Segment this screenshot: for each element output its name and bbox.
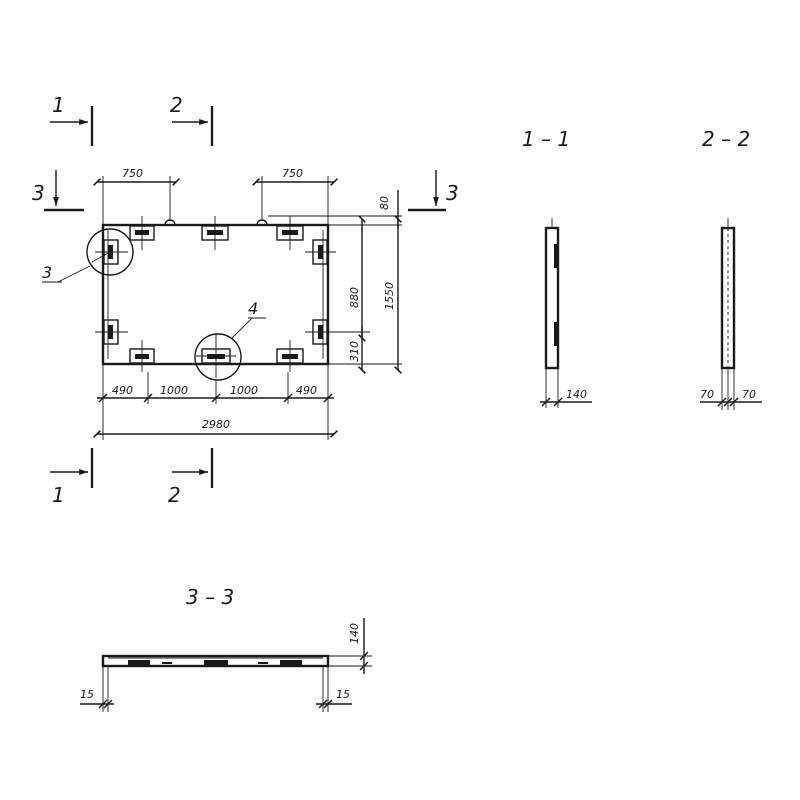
section-1-1: 1 – 1 140 bbox=[522, 127, 592, 408]
dim-bottom-offset: 310 bbox=[348, 341, 361, 362]
dim-top-right: 750 bbox=[282, 167, 303, 180]
section-mark-3-left: 3 bbox=[32, 170, 84, 212]
section-1-1-title: 1 – 1 bbox=[522, 127, 570, 151]
callout-circle-4 bbox=[194, 333, 242, 381]
section-3-3-title: 3 – 3 bbox=[186, 585, 234, 609]
callout-label-3: 3 bbox=[42, 263, 52, 282]
section-1-1-dim: 140 bbox=[566, 388, 587, 401]
plan-view: 3 4 750 750 80 880 1550 310 bbox=[42, 167, 402, 440]
section-3-3-dim-left: 15 bbox=[80, 688, 94, 701]
section-label-1-top: 1 bbox=[52, 93, 65, 117]
callout-label-4: 4 bbox=[248, 299, 258, 318]
section-label-3-right: 3 bbox=[446, 181, 459, 205]
dim-top-left: 750 bbox=[122, 167, 143, 180]
dim-inner-height: 880 bbox=[348, 287, 361, 308]
section-label-2-bottom: 2 bbox=[168, 483, 181, 507]
section-2-2-title: 2 – 2 bbox=[702, 127, 750, 151]
section-mark-1-bottom: 1 bbox=[50, 448, 94, 507]
section-2-2-dim-left: 70 bbox=[700, 388, 714, 401]
dim-bottom-4: 490 bbox=[296, 384, 317, 397]
section-3-3: 3 – 3 140 15 15 bbox=[80, 585, 372, 712]
dim-bottom-2: 1000 bbox=[160, 384, 188, 397]
section-3-3-dim-right: 15 bbox=[336, 688, 350, 701]
section-2-2: 2 – 2 70 70 bbox=[700, 127, 762, 410]
dim-top-offset: 80 bbox=[378, 196, 391, 210]
dim-overall-height: 1550 bbox=[383, 282, 396, 310]
section-label-3-left: 3 bbox=[32, 181, 45, 205]
callout-circle-3 bbox=[86, 228, 134, 276]
section-label-1-bottom: 1 bbox=[52, 483, 65, 507]
section-3-3-dim-height: 140 bbox=[348, 623, 361, 644]
section-2-2-dim-right: 70 bbox=[742, 388, 756, 401]
section-mark-2-bottom: 2 bbox=[168, 448, 214, 507]
section-mark-3-right: 3 bbox=[408, 170, 459, 212]
section-mark-1-top: 1 bbox=[50, 93, 94, 146]
section-mark-2-top: 2 bbox=[170, 93, 214, 146]
dim-bottom-1: 490 bbox=[112, 384, 133, 397]
dim-overall-width: 2980 bbox=[202, 418, 230, 431]
section-label-2-top: 2 bbox=[170, 93, 183, 117]
dim-bottom-3: 1000 bbox=[230, 384, 258, 397]
